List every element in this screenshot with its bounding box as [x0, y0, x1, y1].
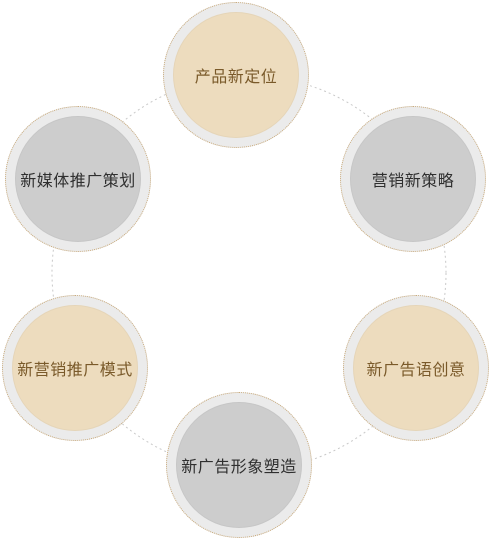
node-5-label: 新媒体推广策划: [20, 171, 136, 190]
node-marketing-strategy: 营销新策略: [340, 106, 486, 252]
node-product-positioning: 产品新定位: [163, 2, 309, 148]
node-0-label: 产品新定位: [194, 67, 278, 86]
node-3-label: 新广告形象塑造: [181, 457, 297, 476]
node-4-fill: 新营销推广模式: [12, 305, 138, 431]
node-4-label: 新营销推广模式: [17, 360, 133, 379]
node-5-fill: 新媒体推广策划: [15, 116, 141, 242]
node-1-label: 营销新策略: [371, 171, 455, 190]
node-0-fill: 产品新定位: [173, 12, 299, 138]
node-2-label: 新广告语创意: [366, 360, 466, 379]
node-3-fill: 新广告形象塑造: [176, 402, 302, 528]
node-2-fill: 新广告语创意: [353, 305, 479, 431]
node-promotion-mode: 新营销推广模式: [2, 295, 148, 441]
node-1-fill: 营销新策略: [350, 116, 476, 242]
node-new-media: 新媒体推广策划: [5, 106, 151, 252]
node-ad-image: 新广告形象塑造: [166, 392, 312, 538]
node-ad-slogan: 新广告语创意: [343, 295, 489, 441]
